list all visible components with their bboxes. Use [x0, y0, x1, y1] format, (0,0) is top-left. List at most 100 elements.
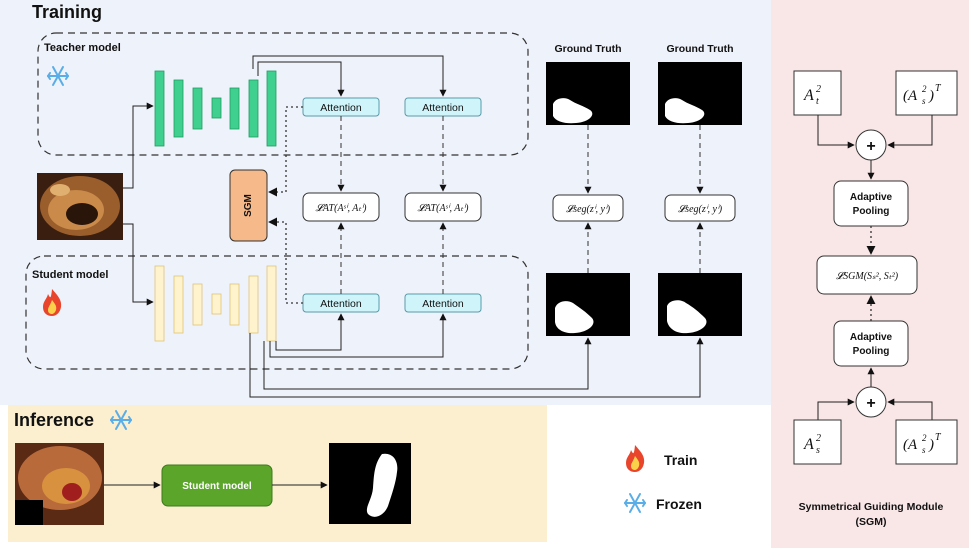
student-to-attention-1 [275, 313, 345, 351]
teacher-layer [266, 70, 277, 147]
inference-title: Inference [14, 410, 94, 430]
sgm-block-label: SGM [243, 194, 254, 217]
attention-label: Attention [320, 298, 362, 310]
teacher-encoder-decoder [154, 70, 277, 147]
teacher-layer [173, 79, 184, 138]
ground-truth-mask-2 [658, 62, 742, 125]
sgm-plus-bottom: + [855, 386, 887, 418]
ground-truth-mask-1 [546, 62, 630, 125]
loss-at-1: 𝓛AT(Aˢⁱ, Aₜⁱ) [302, 192, 380, 222]
student-layer [192, 283, 203, 326]
svg-text:t: t [816, 96, 819, 107]
student-layer [173, 275, 184, 334]
teacher-layer [248, 79, 259, 138]
student-model-label: Student model [32, 269, 108, 281]
student-layer [229, 283, 240, 326]
svg-text:2: 2 [922, 84, 927, 94]
loss-seg-label: 𝓛seg(zⁱ, yⁱ) [678, 204, 723, 215]
sgm-plus-top: + [855, 129, 887, 161]
teacher-model-label: Teacher model [44, 42, 121, 54]
svg-text:(A: (A [903, 437, 918, 453]
inference-input-image [15, 443, 104, 525]
svg-text:Adaptive: Adaptive [850, 192, 893, 203]
student-to-prediction-2 [249, 333, 704, 398]
prediction-mask-2 [658, 273, 742, 336]
sgm-input-at2-top: A 2 t [793, 70, 842, 116]
attention-student-1: Attention [302, 293, 380, 313]
attention-label: Attention [422, 298, 464, 310]
inference-student-label: Student model [182, 481, 252, 492]
snowflake-icon [110, 410, 132, 430]
input-to-student-arrow [123, 223, 154, 306]
ground-truth-label: Ground Truth [554, 43, 621, 55]
svg-text:2: 2 [816, 433, 821, 444]
attention-teacher-2: Attention [404, 97, 482, 117]
student-layer [248, 275, 259, 334]
loss-seg-2: 𝓛seg(zⁱ, yⁱ) [664, 194, 736, 222]
svg-text:s: s [922, 445, 926, 455]
sgm-adaptive-pooling-bottom: Adaptive Pooling [833, 320, 909, 367]
training-panel [0, 0, 771, 405]
plus-label: + [866, 138, 875, 155]
svg-text:): ) [928, 88, 934, 104]
ground-truth-label: Ground Truth [666, 43, 733, 55]
svg-text:): ) [928, 437, 934, 453]
svg-text:T: T [935, 83, 942, 94]
sgm-arrow [817, 115, 855, 149]
attention-teacher-1: Attention [302, 97, 380, 117]
student-layer [266, 265, 277, 342]
sgm-loss-label: 𝓛SGM(Sₛ², Sₜ²) [836, 271, 899, 282]
student-layer [211, 293, 222, 315]
teacher-layer [229, 87, 240, 130]
sgm-input-as2-bottom: A 2 s [793, 419, 842, 465]
teacher-layer [154, 70, 165, 147]
legend-frozen-label: Frozen [656, 496, 702, 512]
training-title: Training [32, 2, 102, 22]
sgm-input-as2t-top: (A 2 s ) T [895, 70, 958, 116]
sgm-caption-line1: Symmetrical Guiding Module [799, 501, 944, 513]
svg-text:Pooling: Pooling [853, 206, 890, 217]
prediction-mask-1 [546, 273, 630, 336]
teacher-attention-to-sgm [268, 106, 303, 197]
svg-text:2: 2 [816, 84, 821, 95]
snowflake-icon [624, 493, 646, 513]
sgm-adaptive-pooling-top: Adaptive Pooling [833, 180, 909, 227]
sgm-block [229, 169, 268, 242]
svg-text:(A: (A [903, 88, 918, 104]
student-model-box [25, 255, 529, 370]
attention-label: Attention [320, 102, 362, 114]
svg-text:s: s [816, 445, 820, 456]
attention-label: Attention [422, 102, 464, 114]
teacher-layer [192, 87, 203, 130]
snowflake-icon [47, 66, 69, 86]
loss-at-label: 𝓛AT(Aˢⁱ, Aₜⁱ) [418, 203, 470, 214]
svg-text:2: 2 [922, 433, 927, 443]
sgm-loss: 𝓛SGM(Sₛ², Sₜ²) [816, 255, 918, 295]
svg-text:A: A [803, 87, 814, 104]
loss-at-2: 𝓛AT(Aˢⁱ, Aₜⁱ) [404, 192, 482, 222]
inference-output-mask [329, 443, 411, 524]
svg-text:s: s [922, 96, 926, 106]
sgm-arrow [817, 398, 855, 420]
teacher-to-attention-2 [252, 55, 447, 97]
student-layer [154, 265, 165, 342]
loss-seg-1: 𝓛seg(zⁱ, yⁱ) [552, 194, 624, 222]
fire-icon [626, 445, 645, 472]
attention-student-2: Attention [404, 293, 482, 313]
loss-seg-label: 𝓛seg(zⁱ, yⁱ) [566, 204, 611, 215]
svg-text:Pooling: Pooling [853, 346, 890, 357]
input-image [37, 173, 123, 240]
svg-text:A: A [803, 436, 814, 453]
sgm-arrow [887, 398, 933, 420]
sgm-caption-line2: (SGM) [856, 516, 887, 528]
input-to-teacher-arrow [123, 102, 154, 189]
teacher-layer [211, 97, 222, 119]
teacher-to-attention-1 [257, 61, 345, 97]
student-to-attention-2 [269, 313, 447, 358]
loss-at-label: 𝓛AT(Aˢⁱ, Aₜⁱ) [316, 203, 368, 214]
fire-icon [43, 289, 62, 316]
teacher-model-box [37, 32, 529, 156]
student-to-prediction-1 [263, 337, 592, 390]
student-attention-to-sgm [268, 217, 303, 304]
